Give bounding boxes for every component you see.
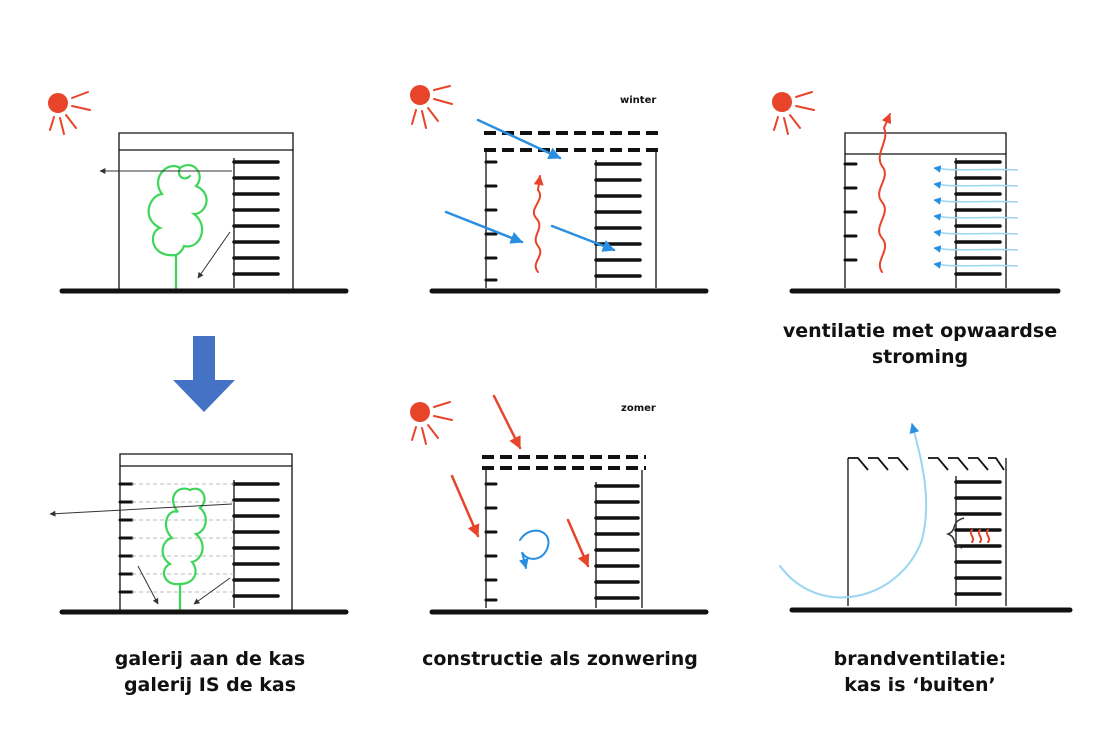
cold-air-arrow (779, 423, 928, 599)
caption-brand-line1: brandventilatie: (833, 648, 1007, 670)
caption-ventilatie: ventilatie met opwaardse stroming (780, 318, 1060, 370)
panel-6-sketch (779, 423, 1073, 613)
airflow-arrow (197, 231, 231, 279)
caption-constructie-line1: constructie als zonwering (422, 648, 698, 670)
airflow-arrow (49, 503, 233, 517)
caption-brand-line2: kas is ‘buiten’ (844, 674, 996, 696)
sun-icon (410, 85, 453, 129)
caption-galerij-line2: galerij IS de kas (123, 674, 297, 696)
zomer-label: zomer (621, 403, 656, 414)
fire-icon (969, 529, 991, 543)
airflow-arrow (193, 577, 231, 605)
caption-galerij: galerij aan de kas galerij IS de kas (60, 646, 360, 698)
panel-5-sketch (410, 394, 709, 615)
transition-arrow (173, 336, 235, 412)
cold-air-arrow (444, 118, 616, 252)
sun-icon (772, 91, 815, 135)
panel-4-sketch (49, 453, 349, 615)
plant-icon (147, 164, 208, 292)
caption-galerij-line1: galerij aan de kas (114, 648, 306, 670)
caption-ventilatie-line1: ventilatie met opwaardse (782, 320, 1058, 342)
plant-icon (161, 487, 207, 612)
sun-icon (410, 401, 453, 445)
warm-air-arrow (878, 113, 892, 273)
caption-brandventilatie: brandventilatie: kas is ‘buiten’ (780, 646, 1060, 698)
panel-3-sketch (772, 91, 1061, 294)
caption-constructie: constructie als zonwering (410, 646, 710, 672)
airflow-arrow (137, 565, 159, 605)
cold-air-loop-arrow (518, 529, 550, 569)
panel-1-sketch (48, 91, 349, 294)
louvre-roof (848, 457, 1005, 471)
sun-ray-arrow (450, 394, 590, 568)
cold-air-arrow (933, 165, 1019, 269)
warm-air-arrow (533, 175, 544, 273)
winter-label: winter (620, 95, 657, 106)
smoke-icon (945, 517, 965, 549)
sun-icon (48, 91, 91, 135)
caption-ventilatie-line2: stroming (871, 346, 969, 368)
panel-2-sketch (410, 85, 709, 294)
